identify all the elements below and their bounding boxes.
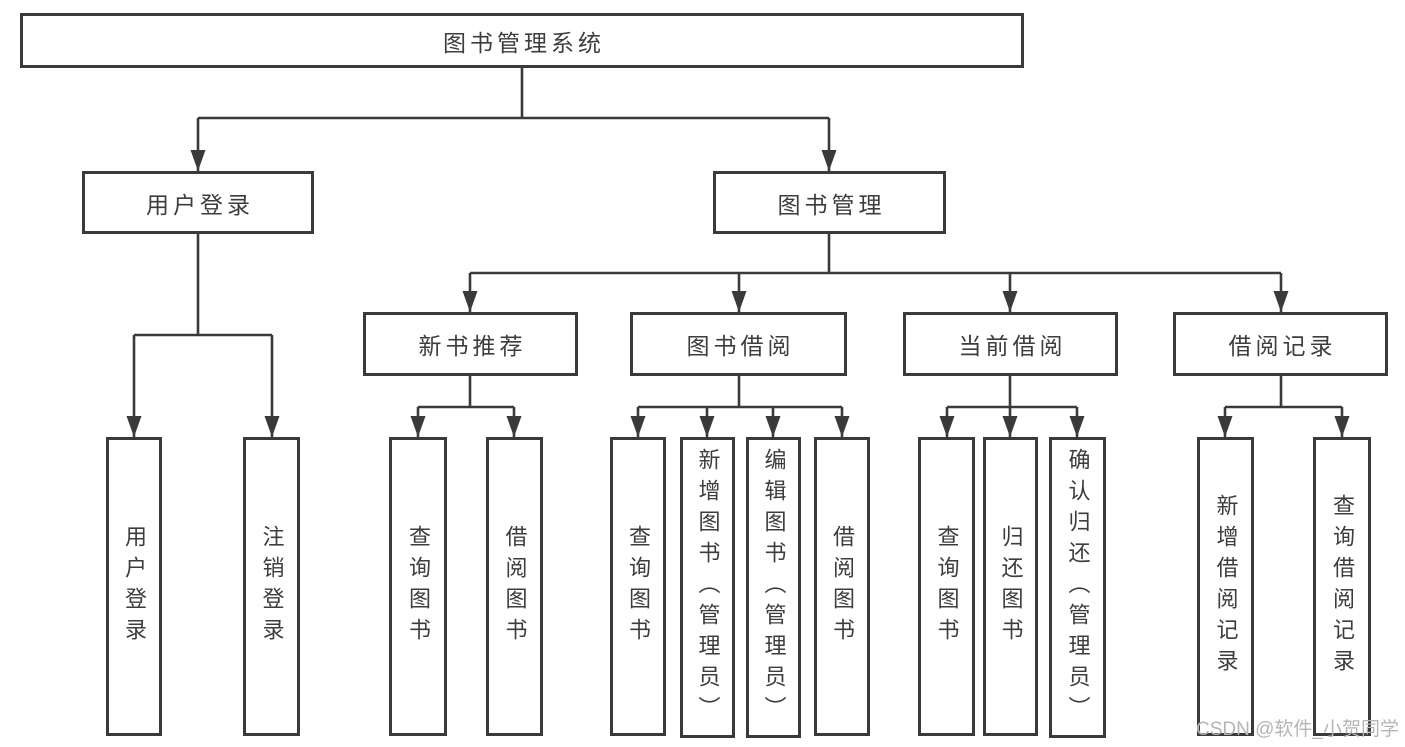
- node-label: 借阅图书: [502, 524, 528, 649]
- connector-paths: [132, 68, 1344, 437]
- arrowhead: [190, 150, 206, 171]
- leaf-edit-book-admin: 编辑图书（管理员）: [746, 437, 801, 738]
- node-label: 当前借阅: [958, 333, 1067, 359]
- leaf-borrow-books: 借阅图书: [814, 437, 870, 736]
- leaf-query-books-recommend: 查询图书: [389, 437, 447, 736]
- node-label: 用户登录: [146, 191, 254, 218]
- node-label: 查询图书: [626, 524, 651, 649]
- node-label: 查询图书: [406, 524, 431, 649]
- leaf-query-borrow-record: 查询借阅记录: [1313, 437, 1371, 736]
- leaf-return-book: 归还图书: [983, 437, 1038, 736]
- arrowhead: [410, 416, 426, 437]
- arrowheads: [126, 150, 1350, 437]
- node-borrowing-records: 借阅记录: [1173, 312, 1388, 376]
- arrowhead: [1069, 416, 1085, 437]
- arrowhead: [264, 416, 280, 437]
- leaf-logout: 注销登录: [243, 437, 300, 736]
- leaf-borrow-books-recommend: 借阅图书: [486, 437, 543, 736]
- node-library-management-system: 图书管理系统: [20, 13, 1024, 68]
- node-label: 借阅记录: [1228, 333, 1337, 359]
- arrowhead: [765, 416, 781, 437]
- arrowhead: [630, 416, 646, 437]
- node-label: 新书推荐: [418, 333, 527, 359]
- node-label: 编辑图书（管理员）: [761, 448, 787, 727]
- arrowhead: [834, 416, 850, 437]
- leaf-add-borrow-record: 新增借阅记录: [1197, 437, 1254, 736]
- arrowhead: [1217, 416, 1233, 437]
- node-current-borrowing: 当前借阅: [903, 312, 1118, 376]
- node-label: 确认归还（管理员）: [1065, 448, 1091, 727]
- node-label: 新增借阅记录: [1213, 493, 1239, 680]
- arrowhead: [1273, 291, 1289, 312]
- arrowhead: [821, 150, 837, 171]
- leaf-confirm-return-admin: 确认归还（管理员）: [1049, 437, 1106, 738]
- csdn-watermark: CSDN @软件_小贺同学: [1196, 719, 1399, 740]
- node-label: 新增图书（管理员）: [695, 448, 721, 727]
- node-label: 图书管理: [777, 191, 886, 218]
- leaf-add-book-admin: 新增图书（管理员）: [680, 437, 735, 738]
- arrowhead: [731, 291, 747, 312]
- node-label: 查询图书: [934, 524, 960, 649]
- leaf-query-books-current: 查询图书: [918, 437, 975, 736]
- leaf-user-login: 用户登录: [106, 437, 162, 736]
- arrowhead: [1334, 416, 1350, 437]
- node-label: 借阅图书: [830, 524, 855, 649]
- arrowhead: [699, 416, 715, 437]
- leaf-query-books-borrow: 查询图书: [610, 437, 666, 736]
- node-label: 用户登录: [122, 524, 147, 649]
- node-label: 查询借阅记录: [1330, 493, 1355, 680]
- node-book-management: 图书管理: [713, 171, 946, 234]
- node-label: 图书借阅: [686, 333, 795, 359]
- arrowhead: [126, 416, 142, 437]
- arrowhead: [1002, 291, 1018, 312]
- arrowhead: [506, 416, 522, 437]
- node-label: 归还图书: [998, 524, 1024, 649]
- arrowhead: [939, 416, 955, 437]
- node-label: 注销登录: [259, 524, 285, 649]
- node-book-borrowing: 图书借阅: [630, 312, 847, 376]
- node-user-login: 用户登录: [82, 171, 314, 234]
- node-new-book-recommend: 新书推荐: [363, 312, 578, 376]
- arrowhead: [1002, 416, 1018, 437]
- node-label: 图书管理系统: [443, 29, 605, 56]
- arrowhead: [462, 291, 478, 312]
